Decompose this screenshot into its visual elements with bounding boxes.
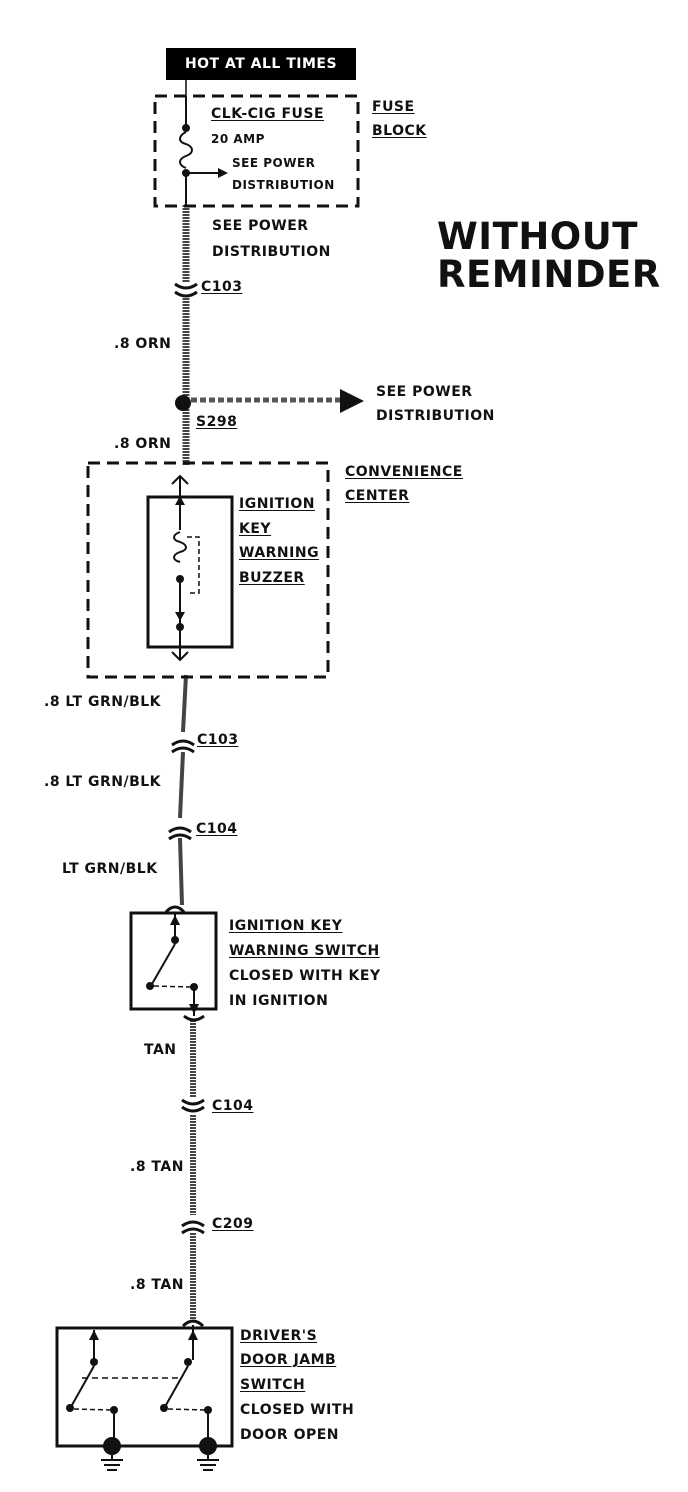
connector-c103-top-label: C103 xyxy=(201,279,243,295)
title-line-1: WITHOUT xyxy=(437,215,639,258)
door-switch-label-3: SWITCH xyxy=(240,1377,306,1393)
wire-label-1: .8 ORN xyxy=(114,336,172,352)
fuse-rating: 20 AMP xyxy=(211,132,265,146)
key-switch-label-2: WARNING SWITCH xyxy=(229,943,380,959)
hot-at-all-times-label: HOT AT ALL TIMES xyxy=(166,48,356,80)
door-switch-label-1: DRIVER'S xyxy=(240,1328,318,1344)
key-switch-label-4: IN IGNITION xyxy=(229,993,329,1009)
connector-c209-label: C209 xyxy=(212,1216,254,1232)
connector-c104-a-label: C104 xyxy=(196,821,238,837)
fuse-see-power-1: SEE POWER xyxy=(232,156,316,170)
ground-icon xyxy=(101,1455,219,1471)
door-switch-label-5: DOOR OPEN xyxy=(240,1427,340,1443)
door-jamb-switch-symbol xyxy=(55,1319,234,1455)
wire-label-3: .8 LT GRN/BLK xyxy=(44,694,162,710)
key-switch-label-3: CLOSED WITH KEY xyxy=(229,968,381,984)
title-line-2: REMINDER xyxy=(437,253,661,296)
convenience-center-box xyxy=(86,461,330,679)
wire-label-8: .8 TAN xyxy=(130,1277,184,1293)
ignition-key-switch-symbol xyxy=(129,905,218,1022)
door-switch-label-4: CLOSED WITH xyxy=(240,1402,355,1418)
see-power-2-line-1: SEE POWER xyxy=(212,218,309,234)
see-power-3-line-2: DISTRIBUTION xyxy=(376,408,495,424)
see-power-2-line-2: DISTRIBUTION xyxy=(212,244,331,260)
buzzer-label-2: KEY xyxy=(239,521,272,537)
connector-c209 xyxy=(181,1220,205,1235)
wire-label-7: .8 TAN xyxy=(130,1159,184,1175)
key-switch-label-1: IGNITION KEY xyxy=(229,918,343,934)
connector-c103-top xyxy=(174,282,198,298)
see-power-3-line-1: SEE POWER xyxy=(376,384,473,400)
buzzer-label-4: BUZZER xyxy=(239,570,305,586)
wire-label-2: .8 ORN xyxy=(114,436,172,452)
fuse-block-label-1: FUSE xyxy=(372,99,415,115)
wire-label-5: LT GRN/BLK xyxy=(62,861,158,877)
convenience-center-label-1: CONVENIENCE xyxy=(345,464,463,480)
buzzer-symbol xyxy=(146,474,234,662)
door-switch-label-2: DOOR JAMB xyxy=(240,1352,337,1368)
main-wire xyxy=(178,80,196,1320)
buzzer-label-3: WARNING xyxy=(239,545,320,561)
fuse-block xyxy=(153,94,360,208)
fuse-block-label-2: BLOCK xyxy=(372,123,427,139)
wire-label-4: .8 LT GRN/BLK xyxy=(44,774,162,790)
splice-label: S298 xyxy=(196,414,238,430)
connector-c103-mid xyxy=(171,739,195,754)
connector-c104-b xyxy=(181,1098,205,1113)
connector-c104-b-label: C104 xyxy=(212,1098,254,1114)
buzzer-label-1: IGNITION xyxy=(239,496,316,512)
fuse-see-power-2: DISTRIBUTION xyxy=(232,178,335,192)
convenience-center-label-2: CENTER xyxy=(345,488,410,504)
fuse-name: CLK-CIG FUSE xyxy=(211,106,325,122)
connector-c104-a xyxy=(168,826,192,841)
wire-label-6: TAN xyxy=(144,1042,177,1058)
splice-s298 xyxy=(175,389,364,413)
connector-c103-mid-label: C103 xyxy=(197,732,239,748)
